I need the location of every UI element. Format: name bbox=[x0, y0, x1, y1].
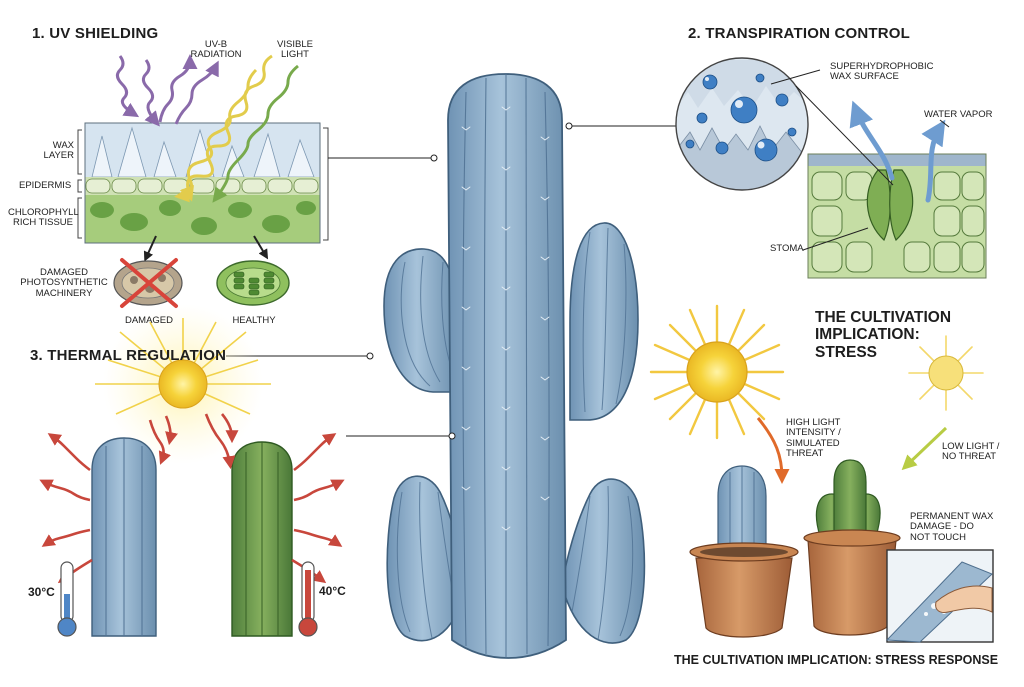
finger-icon bbox=[935, 585, 993, 613]
leaf-cross-section bbox=[85, 123, 320, 243]
uv-shielding-panel bbox=[77, 54, 438, 308]
visible-light-arrows bbox=[174, 54, 299, 203]
damaged-chloroplast bbox=[113, 258, 183, 308]
healthy-chloroplast bbox=[216, 260, 290, 306]
stoma-guard-cells bbox=[866, 169, 914, 241]
uv-shielding-title: 1. UV SHIELDING bbox=[32, 25, 159, 42]
cultivation-footer: THE CULTIVATION IMPLICATION: STRESS RESP… bbox=[674, 653, 999, 667]
uvb-arrows bbox=[115, 54, 219, 127]
wax-damage-inset bbox=[885, 549, 994, 643]
wax-layer-label: WAX LAYER bbox=[43, 140, 74, 162]
cool-thermometer-icon bbox=[57, 561, 77, 637]
hot-thermometer-icon bbox=[298, 561, 318, 637]
absorbing-green-cactus bbox=[231, 441, 293, 637]
low-light-arrow bbox=[901, 426, 948, 471]
stressed-blue-cactus-pot bbox=[689, 465, 799, 638]
uvb-radiation-label: UV-B RADIATION bbox=[190, 39, 242, 61]
magnified-wax-surface bbox=[675, 57, 809, 191]
stoma-label: STOMA bbox=[770, 243, 804, 254]
epidermis-label: EPIDERMIS bbox=[19, 180, 72, 191]
heat-arrows bbox=[39, 413, 345, 584]
low-light-sun-icon bbox=[908, 335, 984, 411]
damage-cross-icon bbox=[120, 258, 178, 308]
healthy-green-cactus-pot bbox=[803, 459, 901, 636]
thermal-panel bbox=[39, 304, 456, 637]
hot-temperature: 40°C bbox=[319, 584, 346, 598]
high-light-sun-icon bbox=[649, 304, 785, 440]
healthy-label: HEALTHY bbox=[232, 315, 276, 326]
water-vapor-label: WATER VAPOR bbox=[924, 109, 993, 120]
wax-damage-label: PERMANENT WAX DAMAGE - DO NOT TOUCH bbox=[910, 511, 994, 543]
chlorophyll-tissue-label: CHLOROPHYLL RICH TISSUE bbox=[8, 207, 79, 229]
thermal-sun-icon bbox=[95, 304, 271, 464]
high-light-label: HIGH LIGHT INTENSITY / SIMULATED THREAT bbox=[786, 417, 841, 459]
transpiration-title: 2. TRANSPIRATION CONTROL bbox=[688, 25, 911, 42]
high-light-arrow bbox=[756, 417, 790, 484]
cool-temperature: 30°C bbox=[28, 585, 55, 599]
water-vapor-arrows bbox=[849, 100, 946, 203]
visible-light-label: VISIBLE LIGHT bbox=[277, 39, 313, 61]
transpiration-panel bbox=[565, 57, 987, 279]
damaged-machinery-label: DAMAGED PHOTOSYNTHETIC MACHINERY bbox=[20, 267, 108, 299]
cultivation-title: THE CULTIVATION IMPLICATION: STRESS bbox=[815, 309, 952, 361]
thermal-title: 3. THERMAL REGULATION bbox=[30, 347, 227, 364]
cultivation-panel bbox=[649, 304, 994, 643]
central-blue-cactus bbox=[383, 73, 646, 659]
reflective-blue-cactus bbox=[91, 437, 157, 637]
low-light-label: LOW LIGHT / NO THREAT bbox=[942, 441, 1000, 463]
superhydrophobic-label: SUPERHYDROPHOBIC WAX SURFACE bbox=[830, 61, 934, 83]
damaged-label: DAMAGED bbox=[124, 315, 174, 326]
leaf-tissue-section bbox=[807, 153, 987, 279]
